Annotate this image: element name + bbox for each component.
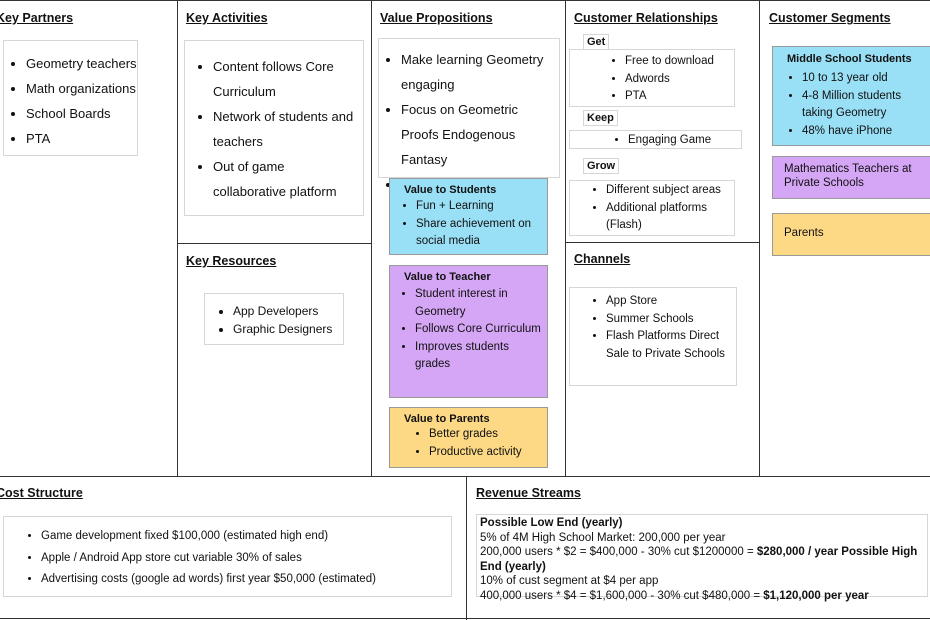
list-item: Improves students grades [415,339,543,374]
grid-line-v4 [759,0,760,476]
value-to-students-box: Value to Students Fun + Learning Share a… [389,178,548,255]
list-item: Apple / Android App store cut variable 3… [41,548,451,570]
cost-structure-box: Game development fixed $100,000 (estimat… [3,516,452,597]
high-end-title-cont: End (yearly) [480,560,546,573]
key-resources-header: Key Resources [186,254,277,268]
customer-relationships-header: Customer Relationships [574,11,718,25]
list-item: Follows Core Curriculum [415,321,543,339]
high-end-calc: 400,000 users * $4 = $1,600,000 - 30% cu… [480,589,764,602]
list-item: School Boards [26,101,137,126]
channels-box: App Store Summer Schools Flash Platforms… [569,287,737,386]
list-item: Flash Platforms Direct Sale to Private S… [606,328,732,363]
middle-school-students-box: Middle School Students 10 to 13 year old… [772,46,930,146]
grid-line-activities-split [177,243,371,244]
list-item: Out of game collaborative platform [213,154,359,204]
grid-line-relationships-split [565,242,759,243]
list-item: Focus on Geometric Proofs Endogenous Fan… [401,97,557,172]
list-item: Game development fixed $100,000 (estimat… [41,526,451,548]
list-item: Free to download [625,53,734,71]
high-end-line-2: 400,000 users * $4 = $1,600,000 - 30% cu… [480,589,924,604]
list-item: PTA [625,88,734,106]
revenue-streams-header: Revenue Streams [476,486,581,500]
value-propositions-box: Make learning Geometry engaging Focus on… [378,38,560,192]
mathematics-teachers-label: Mathematics Teachers at Private Schools [784,163,912,189]
value-to-parents-box: Value to Parents Better grades Productiv… [389,407,548,468]
value-to-teacher-box: Value to Teacher Student interest in Geo… [389,265,548,398]
high-end-line-1: 10% of cust segment at $4 per app [480,575,659,587]
high-end-title: Possible High [838,546,918,558]
get-box: Free to download Adwords PTA [569,49,735,107]
list-item: Student interest in Geometry [415,286,543,321]
grid-line-bottom [0,618,930,619]
parents-segment-label: Parents [784,227,824,239]
grid-line-middle [0,476,930,477]
list-item: Additional platforms (Flash) [606,200,730,235]
list-item: Summer Schools [606,311,732,329]
keep-box: Engaging Game [569,130,742,149]
grow-box: Different subject areas Additional platf… [569,180,735,236]
value-to-parents-title: Value to Parents [404,413,490,425]
low-end-line-2: 200,000 users * $2 = $400,000 - 30% cut … [480,545,924,560]
value-propositions-header: Value Propositions [380,11,493,25]
list-item: Fun + Learning [416,198,543,216]
list-item: Different subject areas [606,182,730,200]
list-item: Make learning Geometry engaging [401,47,557,97]
low-end-title: Possible Low End (yearly) [480,517,623,529]
list-item: Content follows Core Curriculum [213,54,359,104]
low-end-line-1: 5% of 4M High School Market: 200,000 per… [480,531,726,544]
low-end-calc: 200,000 users * $2 = $400,000 - 30% cut … [480,546,757,558]
list-item: 4-8 Million students taking Geometry [802,88,929,123]
grid-line-v3 [565,0,566,476]
list-item: Geometry teachers [26,51,137,76]
key-partners-header: Key Partners [0,11,74,25]
list-item: Productive activity [429,444,543,462]
list-item: App Store [606,293,732,311]
middle-school-students-title: Middle School Students [787,53,912,65]
grid-line-v1 [177,0,178,476]
customer-segments-header: Customer Segments [769,11,891,25]
key-activities-header: Key Activities [186,11,268,25]
revenue-streams-box: Possible Low End (yearly) 5% of 4M High … [476,514,928,602]
parents-segment-box: Parents [772,213,930,256]
value-to-students-title: Value to Students [404,184,497,196]
cost-structure-header: Cost Structure [0,486,83,500]
key-resources-box: App Developers Graphic Designers [204,293,344,345]
list-item: 48% have iPhone [802,123,929,141]
list-item: Engaging Game [628,132,741,149]
channels-header: Channels [574,252,631,266]
list-item: PTA [26,126,137,151]
list-item: 10 to 13 year old [802,70,929,88]
low-end-result: $280,000 / year [756,546,839,558]
list-item: Share achievement on social media [416,216,543,251]
list-item: Advertising costs (google ad words) firs… [41,569,451,591]
list-item: Better grades [429,426,543,444]
list-item: Graphic Designers [233,320,343,338]
list-item: Math organizations [26,76,137,101]
list-item: App Developers [233,302,343,320]
get-label: Get [583,34,610,50]
grid-line-v2 [371,0,372,476]
list-item: Network of students and teachers [213,104,359,154]
keep-label: Keep [583,110,618,126]
grid-line-bottom-split [466,476,467,620]
mathematics-teachers-box: Mathematics Teachers at Private Schools [772,156,930,199]
grow-label: Grow [583,158,620,174]
key-activities-box: Content follows Core Curriculum Network … [184,40,364,216]
list-item: Adwords [625,71,734,89]
high-end-result: $1,120,000 per year [763,589,869,602]
key-partners-box: Geometry teachers Math organizations Sch… [3,40,138,156]
grid-line-top [0,0,930,1]
value-to-teacher-title: Value to Teacher [404,271,491,283]
